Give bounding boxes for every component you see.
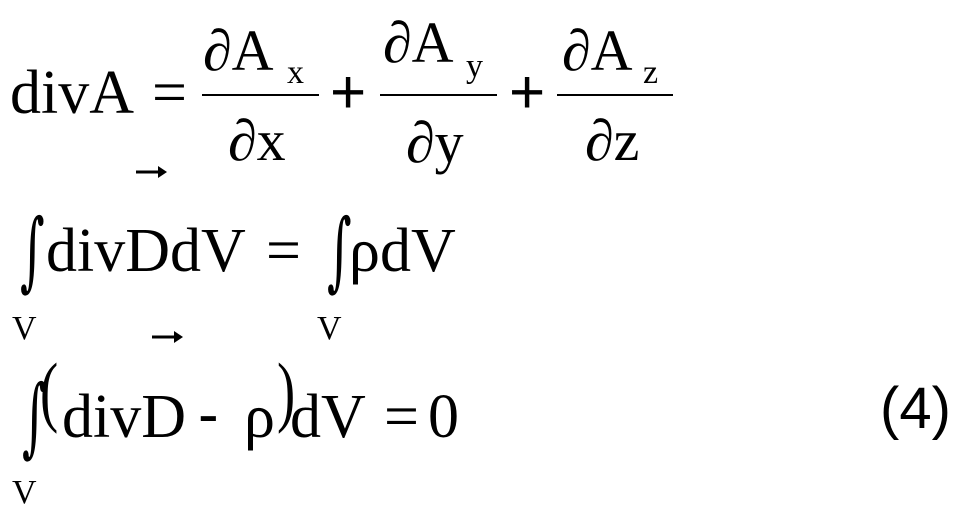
vector-arrow-icon (152, 331, 183, 343)
equals-sign-3: = (384, 383, 419, 451)
div-d-dv-text: divDdV (46, 217, 246, 285)
subscript-y: y (466, 48, 483, 85)
equals-sign: = (152, 59, 187, 127)
subscript-x: x (287, 54, 304, 91)
integral-limit-v-1: V (12, 310, 37, 347)
fraction-bar-z (557, 94, 673, 96)
rho-symbol: ρ (244, 383, 275, 451)
fraction-bar-y (380, 94, 497, 96)
integral-limit-v-2: V (317, 310, 342, 347)
integral-sign-3: ∫ (22, 367, 47, 467)
div-d-text: divD (62, 383, 186, 451)
equation-number-label: (4) (880, 376, 951, 441)
zero-text: 0 (428, 383, 459, 451)
fraction-bar-x (202, 94, 319, 96)
partial-ay-numerator: ∂A (383, 10, 454, 75)
partial-z-denominator: ∂z (585, 108, 640, 173)
div-a-text: divA (10, 59, 134, 127)
plus-sign-2: + (509, 58, 546, 127)
rho-dv-text: ρdV (349, 217, 456, 285)
partial-y-denominator: ∂y (406, 110, 464, 175)
partial-x-denominator: ∂x (228, 108, 286, 173)
subscript-z: z (643, 54, 659, 91)
partial-az-numerator: ∂A (562, 18, 633, 83)
integral-sign-2: ∫ (327, 201, 352, 301)
integral-limit-v-3: V (12, 474, 37, 511)
minus-sign: - (198, 380, 219, 449)
close-paren: ) (277, 347, 296, 434)
plus-sign-1: + (330, 58, 367, 127)
integral-sign-1: ∫ (20, 201, 45, 301)
equals-sign-2: = (266, 217, 301, 285)
vector-arrow-icon (136, 166, 167, 178)
partial-ax-numerator: ∂A (203, 18, 274, 83)
open-paren: ( (40, 347, 59, 434)
dv-text: dV (290, 383, 366, 451)
